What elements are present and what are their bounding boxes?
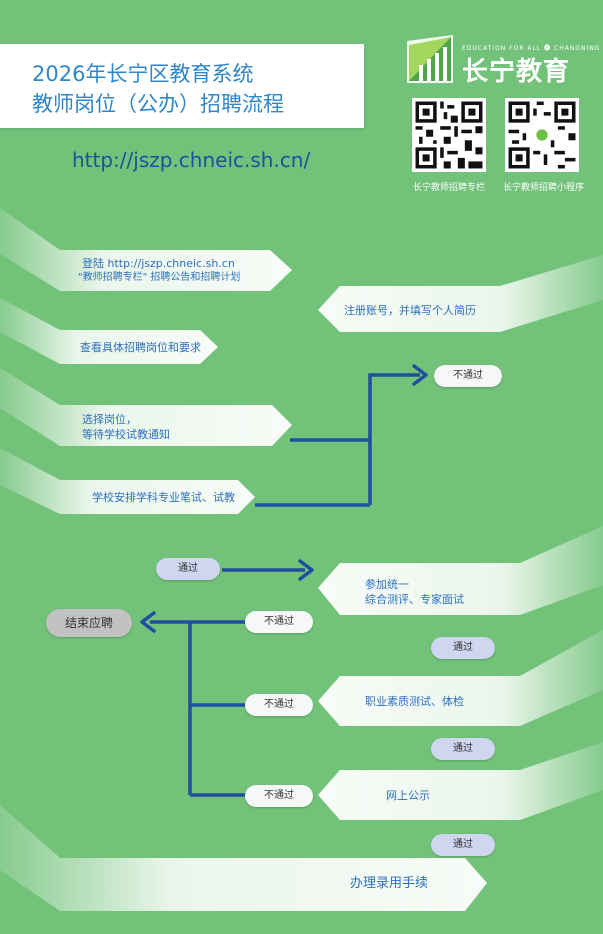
qr-label-1: 长宁教师招聘专栏 — [413, 183, 486, 193]
pill-pass-1: 通过 — [431, 637, 495, 659]
qr-pattern-1 — [412, 98, 486, 172]
beam-publicity — [318, 742, 603, 820]
page-title-line2: 教师岗位（公办）招聘流程 — [32, 92, 284, 116]
step-professional: 职业素质测试、体检 — [365, 695, 464, 708]
pill-pass-left: 通过 — [156, 558, 220, 580]
logo-tagline: EDUCATION FOR ALL 🅧 CHANGNING — [462, 45, 601, 52]
step-onboarding: 办理录用手续 — [350, 876, 429, 891]
beam-onboard — [0, 805, 487, 911]
pill-pass-2: 通过 — [431, 738, 495, 760]
changning-education-logo — [407, 35, 453, 83]
beam-login — [0, 208, 292, 291]
beam-view — [0, 298, 218, 364]
pill-pass-3: 通过 — [431, 834, 495, 856]
beam-professional — [318, 630, 603, 726]
beam-choose — [0, 368, 292, 446]
qr-label-2: 长宁教师招聘小程序 — [503, 183, 585, 193]
arrow-head-end — [140, 611, 156, 633]
qr-pattern-2 — [505, 98, 579, 172]
qr-code-mini-program[interactable] — [505, 98, 579, 172]
step-choose-line2: 等待学校试教通知 — [82, 428, 170, 441]
beam-unified — [318, 526, 603, 615]
step-view-positions: 查看具体招聘岗位和要求 — [80, 341, 201, 354]
logo-name: 长宁教育 — [462, 57, 571, 87]
pill-end-application: 结束应聘 — [46, 609, 132, 637]
beam-school — [0, 448, 255, 514]
pill-fail-3: 不通过 — [245, 785, 313, 807]
arrow-head-fail-top — [412, 364, 428, 386]
step-publicity: 网上公示 — [386, 789, 430, 802]
step-unified-line1: 参加统一 — [365, 578, 409, 591]
step-school-test: 学校安排学科专业笔试、试教 — [92, 491, 235, 504]
step-register: 注册账号，并填写个人简历 — [344, 304, 476, 317]
pill-fail-2: 不通过 — [245, 694, 313, 716]
recruitment-url[interactable]: http://jszp.chneic.sh.cn/ — [72, 148, 311, 172]
arrow-head-pass — [298, 559, 314, 581]
page-title-line1: 2026年长宁区教育系统 — [32, 62, 254, 86]
pill-fail-1: 不通过 — [245, 611, 313, 633]
step-unified-line2: 综合测评、专家面试 — [365, 593, 464, 606]
step-login-line2: "教师招聘专栏" 招聘公告和招聘计划 — [78, 272, 241, 283]
qr-code-recruitment-column[interactable] — [412, 98, 486, 172]
title-box — [0, 44, 364, 128]
step-choose-line1: 选择岗位， — [82, 413, 137, 426]
flow-line-vertical — [368, 373, 420, 505]
pill-fail-top: 不通过 — [434, 365, 502, 387]
beam-register — [318, 255, 603, 332]
step-login-line1: 登陆 http://jszp.chneic.sh.cn — [82, 257, 235, 270]
